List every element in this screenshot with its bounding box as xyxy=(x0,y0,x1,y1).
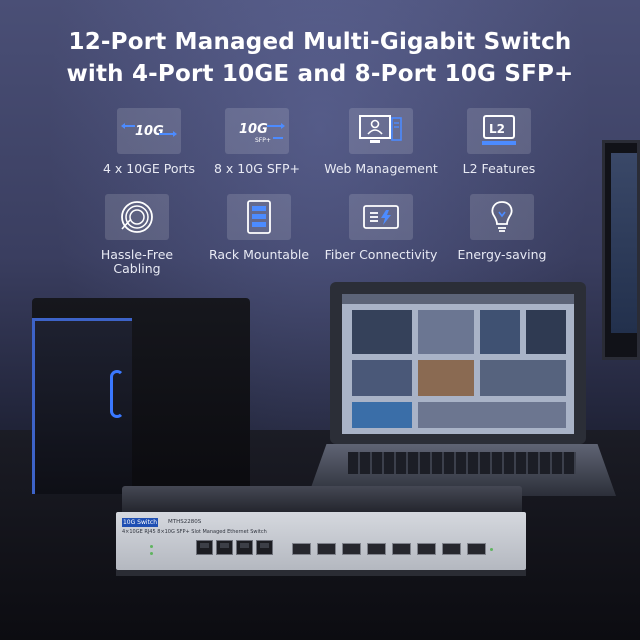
svg-text:SFP+: SFP+ xyxy=(255,137,271,144)
feature-energy: Energy-saving xyxy=(437,194,567,262)
status-led xyxy=(150,552,153,555)
feature-10g-sfp: 10G SFP+ 8 x 10G SFP+ xyxy=(192,108,322,176)
switch-model: MTHS2280S xyxy=(168,519,202,525)
background-monitor xyxy=(602,140,640,360)
svg-text:10G: 10G xyxy=(135,124,164,139)
rj45-port xyxy=(196,540,213,555)
feature-label: Web Management xyxy=(324,161,438,176)
lightbulb-icon xyxy=(470,194,534,240)
rj45-port xyxy=(236,540,253,555)
feature-label: Energy-saving xyxy=(457,247,547,262)
pc-logo-icon xyxy=(110,370,124,418)
feature-fiber: Fiber Connectivity xyxy=(316,194,446,262)
sfp-port xyxy=(317,543,336,555)
svg-text:10G: 10G xyxy=(239,122,268,137)
headline: 12-Port Managed Multi-Gigabit Switch wit… xyxy=(0,26,640,90)
feature-label: 4 x 10GE Ports xyxy=(102,161,196,176)
feature-label: Fiber Connectivity xyxy=(324,247,438,262)
headline-line-1: 12-Port Managed Multi-Gigabit Switch xyxy=(68,29,572,55)
svg-text:L2: L2 xyxy=(489,122,505,136)
feature-label: L2 Features xyxy=(462,161,536,176)
feature-web-management: Web Management xyxy=(316,108,446,176)
rack-icon xyxy=(227,194,291,240)
feature-cabling: Hassle-Free Cabling xyxy=(72,194,202,276)
feature-label: Hassle-Free Cabling xyxy=(100,247,174,276)
sfp-port xyxy=(342,543,361,555)
10g-sfp-icon: 10G SFP+ xyxy=(225,108,289,154)
laptop-screen xyxy=(330,282,586,444)
sfp-port xyxy=(392,543,411,555)
sfp-port xyxy=(442,543,461,555)
feature-10ge-ports: 10G 4 x 10GE Ports xyxy=(84,108,214,176)
sfp-port xyxy=(292,543,311,555)
status-led xyxy=(150,545,153,548)
rj45-port xyxy=(216,540,233,555)
sfp-port xyxy=(467,543,486,555)
fiber-icon xyxy=(349,194,413,240)
laptop-keyboard xyxy=(348,452,576,474)
switch-base xyxy=(116,570,526,576)
switch-badge: 10G Switch xyxy=(122,518,158,527)
l2-icon: L2 xyxy=(467,108,531,154)
rj45-port xyxy=(256,540,273,555)
feature-rack: Rack Mountable xyxy=(194,194,324,262)
pc-case-front xyxy=(32,318,132,494)
switch-description: 4×10GE RJ45 8×10G SFP+ Slot Managed Ethe… xyxy=(122,529,267,535)
sfp-port xyxy=(367,543,386,555)
10g-icon: 10G xyxy=(117,108,181,154)
status-led xyxy=(490,548,493,551)
switch-front-panel xyxy=(116,512,526,570)
feature-label: 8 x 10G SFP+ xyxy=(214,161,300,176)
headline-line-2: with 4-Port 10GE and 8-Port 10G SFP+ xyxy=(66,61,574,87)
feature-label: Rack Mountable xyxy=(208,247,310,262)
sfp-port xyxy=(417,543,436,555)
cable-coil-icon xyxy=(105,194,169,240)
web-management-icon xyxy=(349,108,413,154)
feature-l2: L2 L2 Features xyxy=(434,108,564,176)
switch-top xyxy=(122,486,522,512)
